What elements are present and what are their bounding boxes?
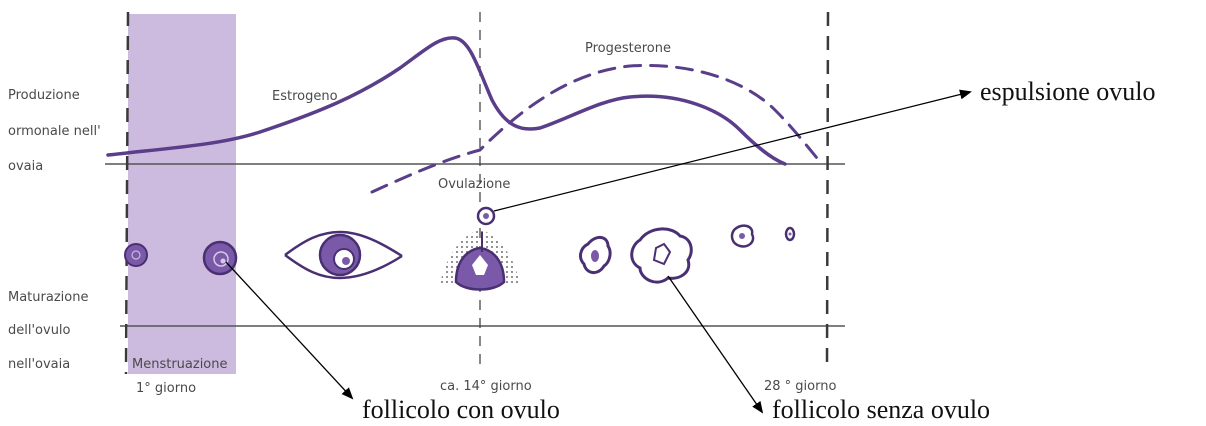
label-estrogeno: Estrogeno [272, 89, 338, 104]
annotation-espulsione-ovulo: espulsione ovulo [980, 77, 1156, 106]
label-giorno-28: 28 ° giorno [764, 379, 836, 394]
arrow-follicolo-con [225, 261, 354, 400]
arrow-espulsione [493, 89, 972, 212]
day1-line [124, 11, 130, 375]
follicle-stage-2 [202, 240, 238, 276]
estrogen-curve [106, 36, 787, 166]
label-ovulazione: Ovulazione [438, 177, 510, 192]
label-maturazione-1: Maturazione [8, 290, 88, 305]
follicle-stage-1 [124, 243, 148, 267]
label-giorno-1: 1° giorno [136, 381, 196, 396]
annotation-follicolo-senza-ovulo: follicolo senza ovulo [772, 395, 990, 424]
label-maturazione-3: nell'ovaia [8, 357, 70, 372]
menstruation-band [128, 14, 236, 374]
label-maturazione-2: dell'ovulo [8, 323, 71, 338]
follicle-ovulation [440, 206, 520, 291]
label-produzione-3: ovaia [8, 159, 43, 174]
follicle-stage-7 [730, 224, 796, 248]
label-progesterone: Progesterone [585, 41, 671, 56]
label-menstruazione: Menstruazione [132, 357, 228, 372]
label-produzione-1: Produzione [8, 88, 80, 103]
label-giorno-14: ca. 14° giorno [440, 379, 532, 394]
arrow-follicolo-senza [667, 275, 764, 414]
annotation-follicolo-con-ovulo: follicolo con ovulo [362, 395, 560, 424]
day28-line [825, 11, 830, 363]
progesterone-curve [370, 63, 824, 194]
follicle-stage-5 [579, 236, 612, 274]
follicle-stage-6 [630, 227, 693, 284]
follicle-stage-3 [284, 230, 403, 280]
label-produzione-2: ormonale nell' [8, 124, 101, 139]
